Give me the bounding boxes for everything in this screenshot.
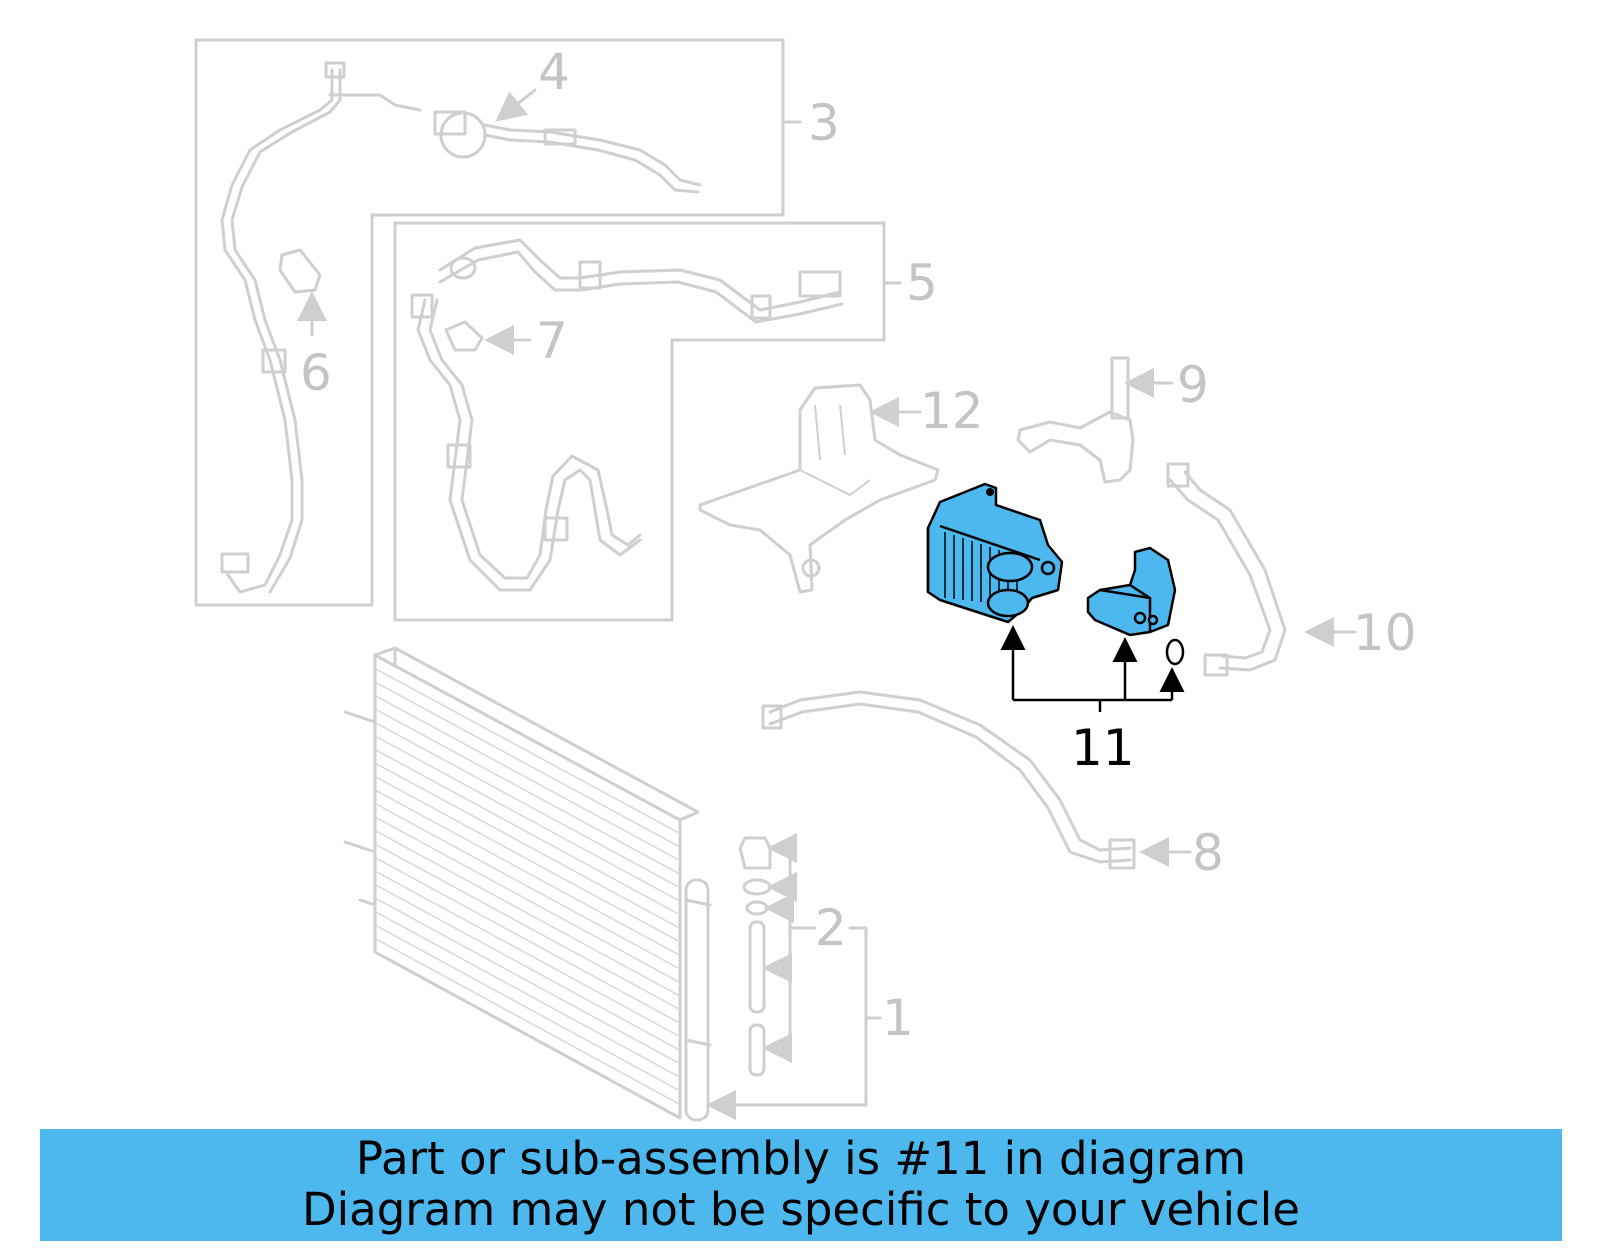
pressure-switch-4 — [433, 88, 702, 194]
valve-9 — [1016, 356, 1174, 484]
o-ring-11 — [1165, 638, 1185, 666]
sensor-7 — [444, 320, 532, 355]
banner-line-2: Diagram may not be specific to your vehi… — [302, 1183, 1300, 1236]
condenser-fin-line — [374, 748, 681, 916]
info-banner: Part or sub-assembly is #11 in diagram D… — [40, 1129, 1562, 1241]
sensor-6 — [278, 248, 327, 337]
condenser-fin-line — [374, 829, 681, 997]
ac-line-10 — [1166, 462, 1357, 677]
callout-10: 10 — [1353, 604, 1417, 662]
condenser-fin-line — [374, 667, 681, 835]
condenser-fin-line — [374, 870, 681, 1038]
ac-line-3 — [220, 61, 422, 594]
condenser-fin-line — [374, 924, 681, 1092]
callout-2: 2 — [815, 899, 847, 957]
condenser-fin-line — [374, 802, 681, 970]
callout-8: 8 — [1192, 824, 1224, 882]
callout-6: 6 — [300, 344, 332, 402]
leader-lines-11 — [1000, 625, 1185, 712]
callout-4: 4 — [538, 43, 570, 101]
condenser-fin-line — [374, 856, 681, 1024]
condenser-fin-line — [374, 883, 681, 1051]
condenser-fin-line — [374, 721, 681, 889]
bracket-12 — [698, 383, 940, 594]
condenser-fin-line — [374, 843, 681, 1011]
condenser-fin-line — [374, 937, 681, 1106]
callout-3: 3 — [808, 94, 840, 152]
ac-line-5 — [410, 238, 844, 592]
condenser-fin-line — [374, 816, 681, 984]
condenser-fin-line — [374, 775, 681, 943]
condenser-fin-line — [374, 897, 681, 1065]
ac-line-8 — [761, 690, 1192, 870]
banner-line-1: Part or sub-assembly is #11 in diagram — [355, 1132, 1247, 1185]
condenser-fin-line — [374, 735, 681, 902]
condenser-fin-line — [374, 910, 681, 1079]
oil-cooler-11 — [926, 482, 1064, 624]
valve-housing-11 — [1086, 546, 1177, 637]
callout-11: 11 — [1071, 719, 1135, 777]
drier-kit-2 — [738, 833, 817, 1077]
condenser-fin-line — [374, 789, 681, 957]
group-box-5 — [393, 221, 902, 622]
callout-1: 1 — [882, 989, 914, 1047]
callout-5: 5 — [906, 254, 938, 312]
condenser-1 — [343, 646, 882, 1122]
condenser-fins — [374, 667, 681, 1106]
condenser-fin-line — [374, 708, 681, 875]
callout-7: 7 — [536, 312, 568, 370]
callout-12: 12 — [920, 382, 984, 440]
group-box-3 — [194, 38, 802, 607]
condenser-fin-line — [374, 762, 681, 930]
condenser-fin-line — [374, 681, 681, 848]
callout-9: 9 — [1177, 356, 1209, 414]
condenser-fin-line — [374, 694, 681, 862]
